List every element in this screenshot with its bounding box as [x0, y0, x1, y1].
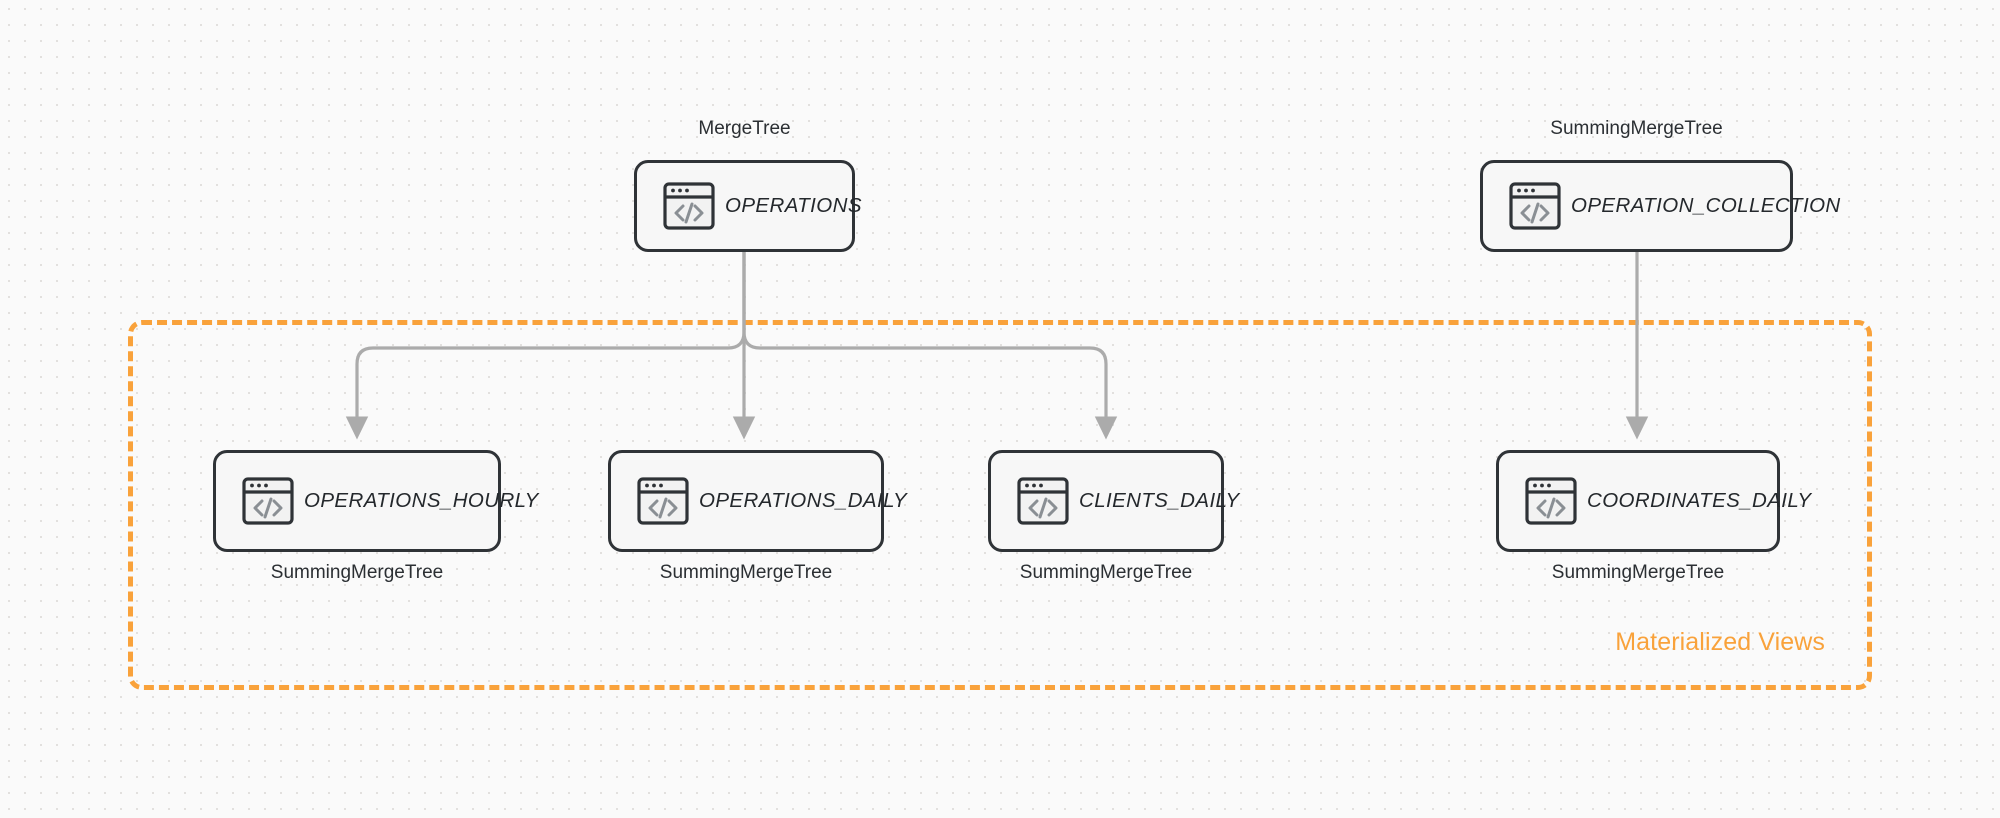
engine-label-coordinates-daily: SummingMergeTree [1551, 562, 1725, 583]
node-coordinates-daily[interactable]: COORDINATES_DAILY [1496, 450, 1811, 552]
node-label-operations: OPERATIONS [725, 194, 862, 217]
node-operations[interactable]: OPERATIONS [634, 160, 861, 252]
node-label-operation-collection: OPERATION_COLLECTION [1571, 194, 1841, 217]
engine-label-clients-daily: SummingMergeTree [1019, 562, 1193, 583]
engine-label-operation-collection: SummingMergeTree [1550, 118, 1723, 139]
code-window-icon [1525, 477, 1577, 525]
code-window-icon [1017, 477, 1069, 525]
code-window-icon [242, 477, 294, 525]
code-window-icon [663, 182, 715, 230]
node-operations-hourly[interactable]: OPERATIONS_HOURLY [213, 450, 538, 552]
node-operations-daily[interactable]: OPERATIONS_DAILY [608, 450, 907, 552]
engine-label-operations-hourly: SummingMergeTree [270, 562, 444, 583]
node-label-coordinates-daily: COORDINATES_DAILY [1587, 489, 1812, 512]
node-label-clients-daily: CLIENTS_DAILY [1079, 489, 1240, 512]
node-label-operations-hourly: OPERATIONS_HOURLY [304, 489, 539, 512]
node-clients-daily[interactable]: CLIENTS_DAILY [988, 450, 1239, 552]
node-operation-collection[interactable]: OPERATION_COLLECTION [1480, 160, 1840, 252]
node-label-operations-daily: OPERATIONS_DAILY [699, 489, 908, 512]
materialized-views-label: Materialized Views [1615, 628, 1825, 656]
code-window-icon [1509, 182, 1561, 230]
code-window-icon [637, 477, 689, 525]
engine-label-operations: MergeTree [698, 118, 791, 139]
engine-label-operations-daily: SummingMergeTree [659, 562, 833, 583]
